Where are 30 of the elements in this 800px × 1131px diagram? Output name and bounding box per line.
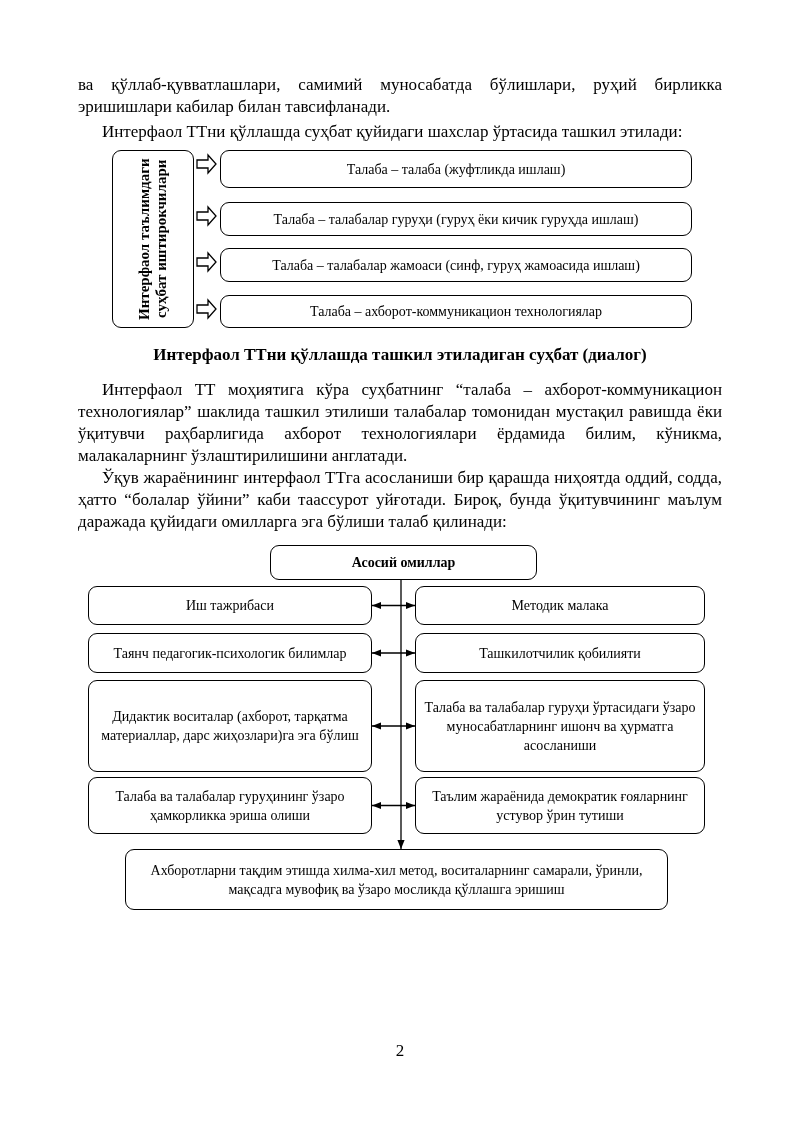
text-box: Таълим жараёнида демократик ғояларнинг устувор ўрин тутиши (415, 777, 705, 834)
connector-arrow (397, 579, 405, 850)
paragraph: Интерфаол ТТ моҳиятига кўра суҳбатнинг “талаба – ахборот-коммуникацион технологиялар” шаклида ташкил этилиши талабалар томонидан мустақил равишда ёки ўқитувчи раҳбарлигида ахборот технологиялари ёрдамида билим, кўникма, малакаларнинг ўзлаштирилишини англатади. (78, 379, 722, 467)
text-box: Ташкилотчилик қобилияти (415, 633, 705, 673)
vertical-title-box: Интерфаол таълимдаги суҳбат иштирокчилари (112, 150, 194, 328)
text-box: Талаба – талаба (жуфтликда ишлаш) (220, 150, 692, 188)
text-box: Талаба – талабалар жамоаси (синф, гуруҳ жамоасида ишлаш) (220, 248, 692, 282)
paragraph: ва қўллаб-қувватлашлари, самимий муносабатда бўлишлари, руҳий бирликка эришишлари кабилар билан тавсифланади. (78, 74, 722, 118)
double-arrow (371, 801, 416, 810)
page-number: 2 (394, 1040, 406, 1062)
text-box: Дидактик воситалар (ахборот, тарқатма материаллар, дарс жиҳозлари)га эга бўлиш (88, 680, 372, 772)
figure-caption: Интерфаол ТТни қўллашда ташкил этиладиган суҳбат (диалог) (152, 344, 648, 366)
text-box: Таянч педагогик-психологик билимлар (88, 633, 372, 673)
text-box: Иш тажрибаси (88, 586, 372, 625)
paragraph: Ўқув жараёнининг интерфаол ТТга асосланиши бир қарашда ниҳоятда оддий, содда, ҳатто “болалар ўйини” каби таассурот уйғотади. Бироқ, бунда ўқитувчининг маълум даражада қуйидаги омилларга эга бўлиши талаб қилинади: (78, 467, 722, 533)
text-box: Талаба ва талабалар гуруҳи ўртасидаги ўзаро муносабатларнинг ишонч ва ҳурматга асосланиши (415, 680, 705, 772)
paragraph: Интерфаол ТТни қўллашда суҳбат қуйидаги шахслар ўртасида ташкил этилади: (101, 121, 684, 143)
block-arrow (196, 153, 217, 175)
double-arrow (371, 649, 416, 657)
double-arrow (371, 722, 416, 730)
text-box: Талаба – талабалар гуруҳи (гуруҳ ёки кичик гуруҳда ишлаш) (220, 202, 692, 236)
text-box: Ахборотларни тақдим этишда хилма-хил метод, воситаларнинг самарали, ўринли, мақсадга мувофиқ ва ўзаро мосликда қўллашга эришиш (125, 849, 668, 910)
text-box: Талаба – ахборот-коммуникацион технологиялар (220, 295, 692, 328)
block-arrow (196, 205, 217, 227)
double-arrow (371, 601, 416, 610)
block-arrow (196, 251, 217, 273)
header-box: Асосий омиллар (270, 545, 537, 580)
block-arrow (196, 298, 217, 320)
text-box: Талаба ва талабалар гуруҳининг ўзаро ҳамкорликка эриша олиши (88, 777, 372, 834)
text-box: Методик малака (415, 586, 705, 625)
